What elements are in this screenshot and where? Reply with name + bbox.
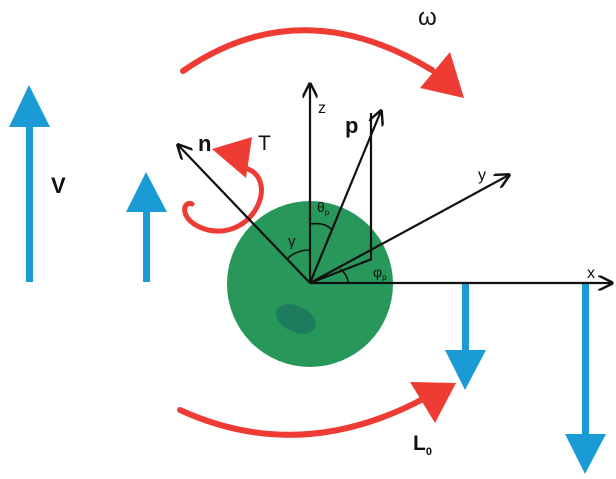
p-vector [308,111,381,284]
p-label: p [345,113,358,138]
lift-arrow-2 [565,283,606,474]
velocity-arrow-small [126,172,167,282]
lift-arrow-1 [445,283,486,390]
phi-arc [339,268,349,284]
y-axis [309,175,509,284]
sphere-spot [276,304,316,334]
y-label: y [478,167,486,184]
axes [178,84,612,283]
velocity-arrow-large [9,85,50,282]
l0-label: L0 [413,432,432,458]
torque-arrow [182,137,264,234]
gamma-label: γ [288,233,296,250]
omega-label: ω [418,4,437,31]
x-label: x [587,265,595,282]
z-label: z [318,100,326,117]
gamma-arc [286,249,311,260]
theta-label: θp [317,199,330,217]
n-label: n [198,131,211,156]
torque-label: T [258,132,271,155]
omega-rotation-arrow [180,27,464,98]
theta-arc [309,222,333,231]
phi-label: φp [373,264,387,282]
l0-rotation-arrow [177,382,456,438]
n-vector [178,145,311,284]
velocity-label: V [51,173,66,198]
p-projection-base [309,257,373,285]
